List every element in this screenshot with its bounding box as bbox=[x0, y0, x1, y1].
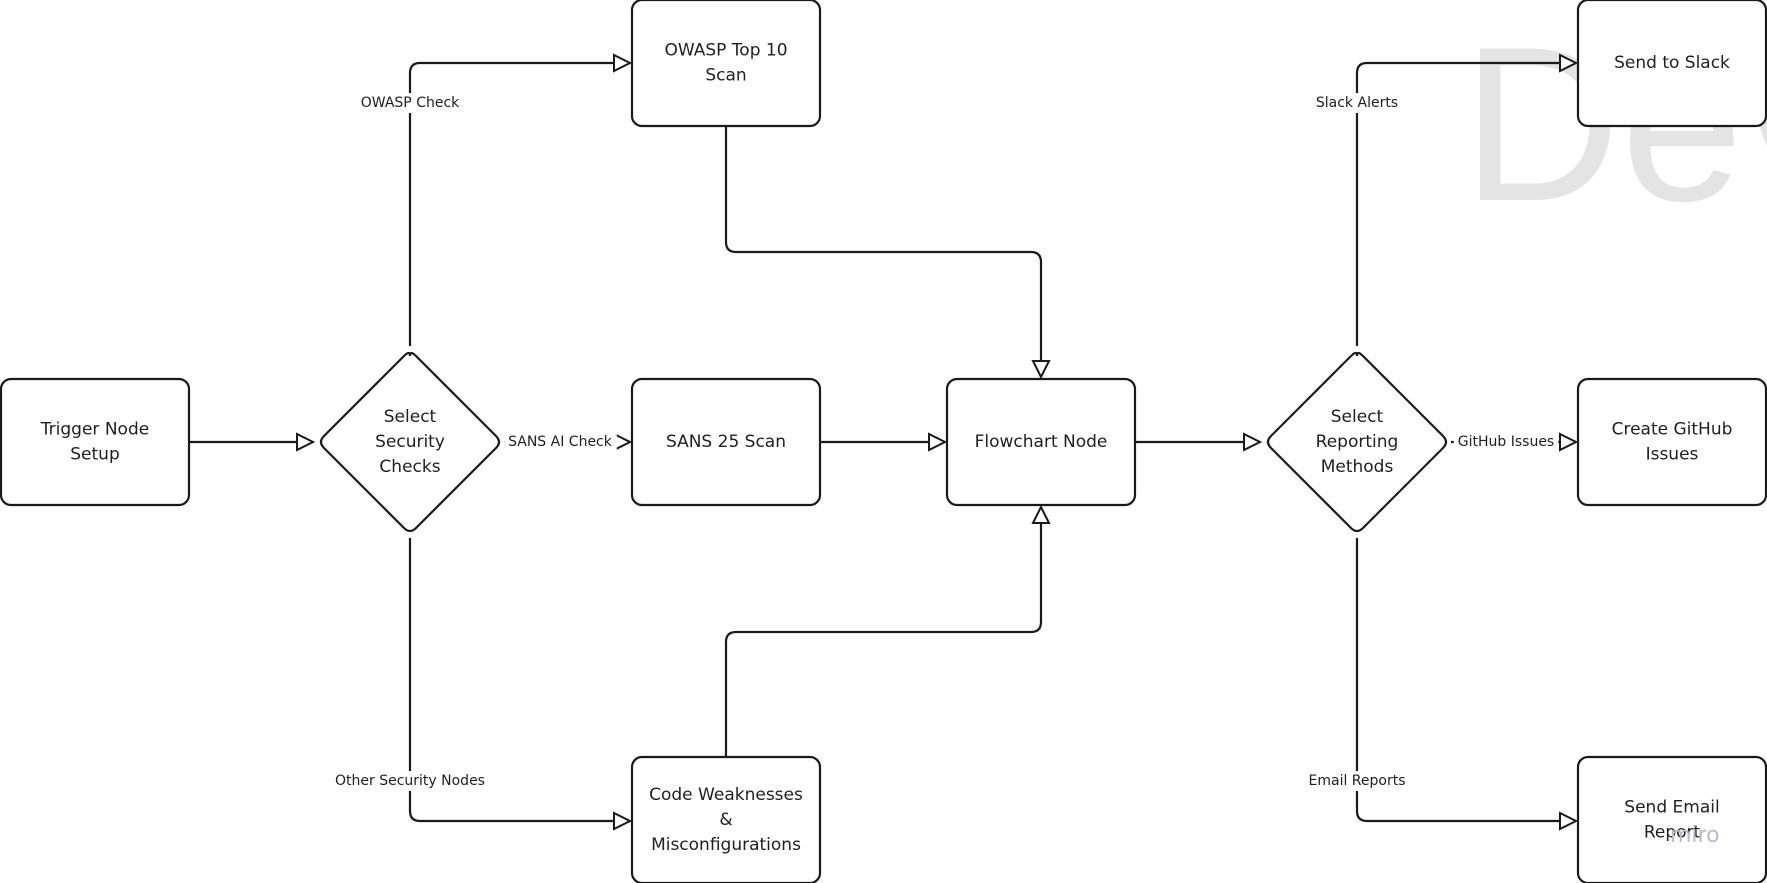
node-owasp-scan[interactable]: OWASP Top 10 Scan bbox=[630, 0, 822, 128]
node-flowchart[interactable]: Flowchart Node bbox=[945, 377, 1137, 507]
edge-code-to-flow bbox=[724, 507, 1041, 757]
node-label: Misconfigurations bbox=[651, 835, 801, 855]
process-box bbox=[1576, 0, 1767, 128]
process-box bbox=[1576, 755, 1767, 883]
edge-label-reporting-to-slack: Slack Alerts bbox=[1316, 95, 1398, 111]
edge-select-to-code bbox=[408, 538, 630, 821]
node-slack[interactable]: Send to Slack bbox=[1576, 0, 1767, 128]
edge-label-select-to-owasp: OWASP Check bbox=[361, 95, 460, 111]
node-label: Select bbox=[1331, 407, 1384, 427]
decision-diamond bbox=[1266, 351, 1448, 533]
edge-label-select-to-code: Other Security Nodes bbox=[335, 773, 485, 789]
edge-reporting-to-email bbox=[1355, 538, 1576, 821]
node-label: Send to Slack bbox=[1614, 53, 1730, 73]
node-label: Setup bbox=[70, 445, 119, 465]
node-label: Code Weaknesses bbox=[649, 785, 803, 805]
edge-reporting-to-slack bbox=[1355, 63, 1576, 346]
edge-label-reporting-to-github: GitHub Issues bbox=[1458, 434, 1554, 450]
process-box bbox=[630, 377, 822, 507]
node-label: Methods bbox=[1321, 457, 1394, 477]
node-label: OWASP Top 10 bbox=[664, 41, 787, 61]
edge-label-reporting-to-email: Email Reports bbox=[1309, 773, 1406, 789]
edge-label-bg bbox=[356, 93, 465, 113]
edge-select-to-owasp bbox=[408, 63, 630, 346]
edge-label-bg bbox=[1311, 93, 1403, 113]
decision-diamond bbox=[319, 351, 501, 533]
process-box bbox=[1576, 377, 1767, 507]
node-label: Trigger Node bbox=[40, 420, 149, 440]
node-code-weak[interactable]: Code Weaknesses & Misconfigurations bbox=[630, 755, 822, 883]
node-label: Scan bbox=[705, 66, 746, 86]
node-sans-scan[interactable]: SANS 25 Scan bbox=[630, 377, 822, 507]
node-label: Select bbox=[384, 407, 437, 427]
edge-label-bg bbox=[331, 771, 489, 791]
edge-label-bg bbox=[1304, 771, 1410, 791]
node-label: Checks bbox=[379, 457, 440, 477]
node-label: Create GitHub bbox=[1612, 420, 1733, 440]
edge-label-bg bbox=[1453, 432, 1559, 452]
node-label: Issues bbox=[1646, 445, 1699, 465]
node-label: Reporting bbox=[1316, 432, 1399, 452]
edge-label-select-to-sans: SANS AI Check bbox=[508, 434, 613, 450]
node-label: & bbox=[719, 810, 732, 830]
process-box bbox=[630, 755, 822, 883]
process-box bbox=[945, 377, 1137, 507]
edge-owasp-to-flow bbox=[724, 126, 1041, 377]
node-label: Send Email bbox=[1624, 798, 1719, 818]
node-label: SANS 25 Scan bbox=[666, 432, 786, 452]
miro-logo: miro bbox=[1670, 823, 1720, 848]
node-label: Report bbox=[1644, 823, 1701, 843]
node-label: Flowchart Node bbox=[975, 432, 1108, 452]
edge-label-bg bbox=[504, 432, 617, 452]
node-label: Security bbox=[375, 432, 445, 452]
process-box bbox=[630, 0, 822, 128]
process-box bbox=[0, 377, 191, 507]
